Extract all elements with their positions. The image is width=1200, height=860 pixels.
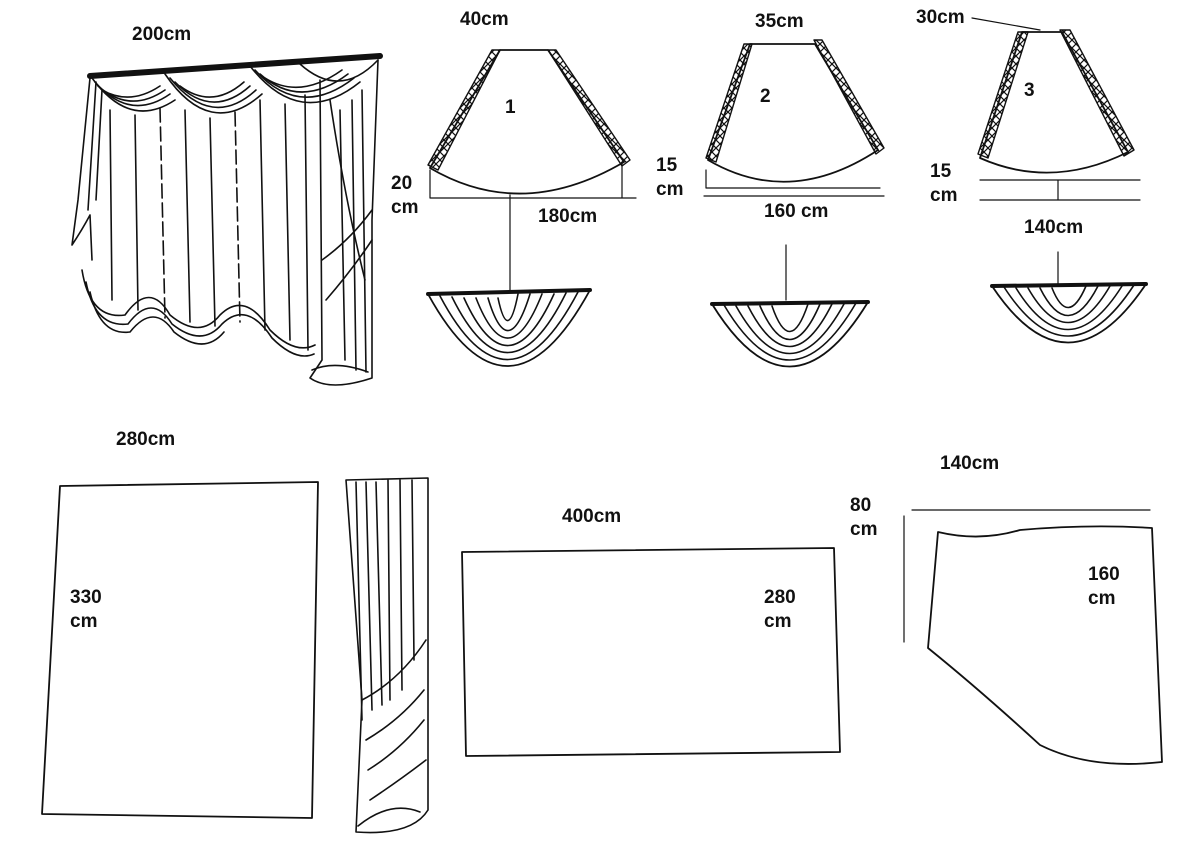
pelmet-panel-height-label: 280 cm [764, 587, 796, 632]
swag-1-top-label: 40cm [460, 9, 509, 30]
swag-3-pattern [972, 18, 1140, 284]
swag-3-dim [980, 180, 1140, 200]
swag-2-folded [712, 302, 868, 367]
tail-panel-shape [904, 510, 1162, 764]
swag-1-left-hatch [428, 50, 500, 170]
overview-width-label: 200cm [132, 24, 192, 45]
swag-3-depth-label: 15 cm [930, 161, 958, 206]
swag-2-outline [708, 44, 878, 182]
swag-3-arc-label: 140cm [1024, 217, 1084, 238]
swag-2-pattern [704, 40, 884, 300]
swag-1-pattern [428, 50, 636, 290]
swag-3-leader-top [972, 18, 1040, 30]
swag-2-top-label: 35cm [755, 11, 804, 32]
swag-2-dim [704, 170, 884, 196]
swag-2-number: 2 [760, 86, 771, 107]
swag-2-right-hatch [814, 40, 884, 154]
swag-1-number: 1 [505, 97, 516, 118]
tail-panel-width-label: 140cm [940, 453, 1000, 474]
swag-3-left-hatch [978, 32, 1028, 158]
pelmet-panel-rect [462, 548, 840, 756]
curtain-overview-illustration [72, 56, 380, 385]
swag-3-number: 3 [1024, 80, 1035, 101]
swag-1-folded [428, 290, 590, 366]
overview-hem [82, 270, 315, 348]
swag-2-left-hatch [706, 44, 752, 162]
swag-2-arc-label: 160 cm [764, 201, 829, 222]
tail-panel-short-side-label: 80 cm [850, 495, 878, 540]
overview-jabot [310, 60, 378, 385]
curtain-panel-height-label: 330 cm [70, 587, 102, 632]
swag-1-depth-label: 20 cm [391, 173, 419, 218]
swag-1-dim-box [430, 164, 636, 198]
swag-3-top-label: 30cm [916, 7, 965, 28]
tail-panel-long-side-label: 160 cm [1088, 564, 1120, 609]
curtain-panel-width-label: 280cm [116, 429, 176, 450]
overview-curtain-folds [110, 95, 308, 350]
curtain-rod [90, 56, 380, 76]
swag-2-depth-label: 15 cm [656, 155, 684, 200]
curtain-panel-rect [42, 482, 318, 818]
swag-1-arc-label: 180cm [538, 206, 598, 227]
overview-swags [92, 60, 378, 113]
pelmet-panel-width-label: 400cm [562, 506, 622, 527]
swag-1-outline [430, 50, 624, 194]
swag-3-right-hatch [1060, 30, 1134, 156]
swag-1-right-hatch [548, 50, 630, 166]
jabot-tail-illustration [346, 478, 428, 833]
swag-3-folded [992, 284, 1146, 343]
